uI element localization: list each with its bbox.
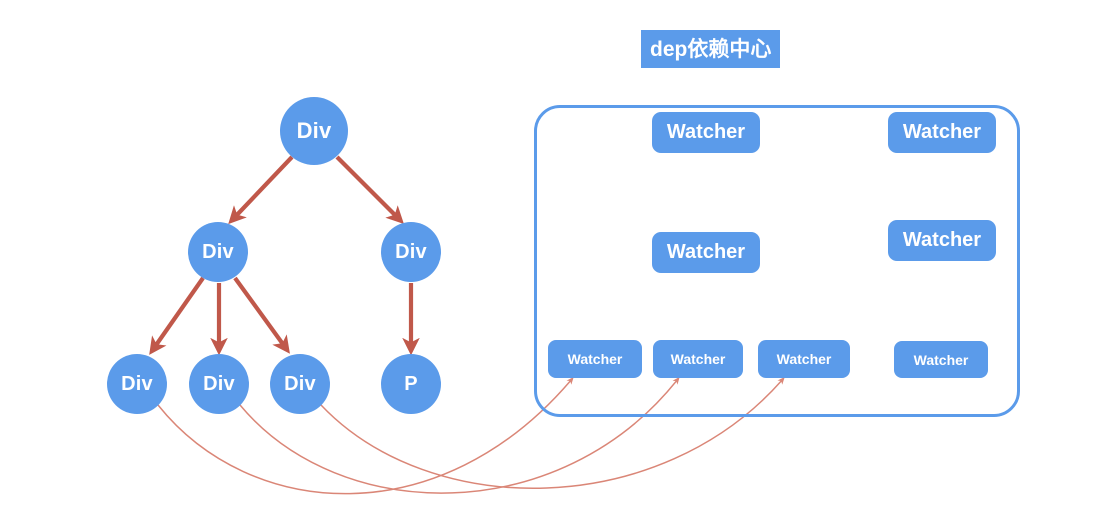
tree-node-label: Div [121,372,153,395]
dep-center-title: dep依赖中心 [641,30,781,68]
tree-node-label: P [404,372,418,395]
watcher-label: Watcher [567,351,623,367]
tree-node-label: Div [296,118,332,143]
watcher-label: Watcher [902,229,982,251]
tree-node-label: Div [284,372,316,395]
tree-node-mid-right-div[interactable]: Div [381,222,441,282]
watcher-box-3[interactable]: Watcher [652,232,760,273]
tree-node-label: Div [203,372,235,395]
tree-node-label: Div [395,240,427,263]
watcher-label: Watcher [913,351,969,368]
tree-node-label: Div [202,240,234,263]
watcher-box-4[interactable]: Watcher [888,220,996,261]
watcher-label: Watcher [902,121,982,143]
tree-node-leaf-1-div[interactable]: Div [107,354,167,414]
watcher-label: Watcher [666,241,746,263]
watcher-box-2[interactable]: Watcher [888,112,996,153]
arrow-midleft-to-leaf-3 [233,276,290,354]
tree-node-root-div[interactable]: Div [280,97,348,165]
arrow-root-to-mid-right [335,155,404,224]
watcher-box-6[interactable]: Watcher [653,340,743,378]
watcher-label: Watcher [666,121,746,143]
tree-node-leaf-2-div[interactable]: Div [189,354,249,414]
tree-node-leaf-4-p[interactable]: P [381,354,441,414]
arrow-root-to-mid-left [228,155,294,225]
tree-node-mid-left-div[interactable]: Div [188,222,248,282]
watcher-label: Watcher [670,351,726,367]
watcher-box-1[interactable]: Watcher [652,112,760,153]
watcher-box-8[interactable]: Watcher [894,341,988,378]
watcher-label: Watcher [776,351,832,367]
watcher-box-7[interactable]: Watcher [758,340,850,378]
arrow-midleft-to-leaf-1 [149,276,205,355]
tree-node-leaf-3-div[interactable]: Div [270,354,330,414]
watcher-box-5[interactable]: Watcher [548,340,642,378]
